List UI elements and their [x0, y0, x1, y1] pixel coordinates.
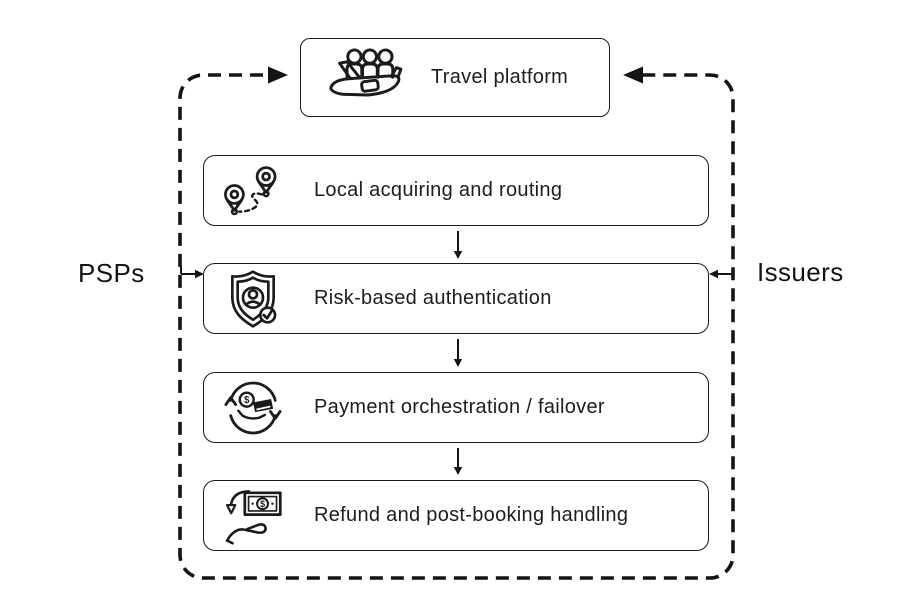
node-label: Local acquiring and routing [314, 179, 563, 201]
label-issuers: Issuers [757, 257, 844, 287]
node-label: Risk-based authentication [314, 287, 552, 309]
node-label: Refund and post-booking handling [314, 504, 629, 526]
arrow-acquiring-to-risk [453, 231, 463, 259]
node-label: Travel platform [431, 66, 569, 88]
node-travel-platform: Travel platform [300, 38, 610, 117]
node-local-acquiring: Local acquiring and routing [203, 155, 709, 226]
arrowhead-into-travel-right [623, 66, 643, 84]
shield-user-check-icon [216, 268, 290, 330]
arrow-orchestration-to-refund [453, 448, 463, 475]
arrow-psps-to-risk [180, 266, 204, 279]
payment-cycle-icon: $ [216, 379, 290, 437]
arrow-issuers-to-risk [709, 269, 732, 279]
route-pins-icon [216, 163, 290, 219]
arrow-risk-to-orchestration [453, 339, 463, 367]
node-label: Payment orchestration / failover [314, 396, 605, 418]
node-refund-handling: $ Refund and post-booking handling [203, 480, 709, 551]
label-psps: PSPs [78, 258, 145, 288]
refund-hand-icon: $ [216, 486, 290, 546]
arrowhead-into-travel-left [268, 66, 288, 84]
plane-passengers-icon [321, 47, 407, 109]
svg-text:$: $ [260, 499, 265, 509]
svg-text:$: $ [244, 395, 250, 406]
node-risk-authentication: Risk-based authentication [203, 263, 709, 334]
node-payment-orchestration: $ Payment orchestration / failover [203, 372, 709, 443]
